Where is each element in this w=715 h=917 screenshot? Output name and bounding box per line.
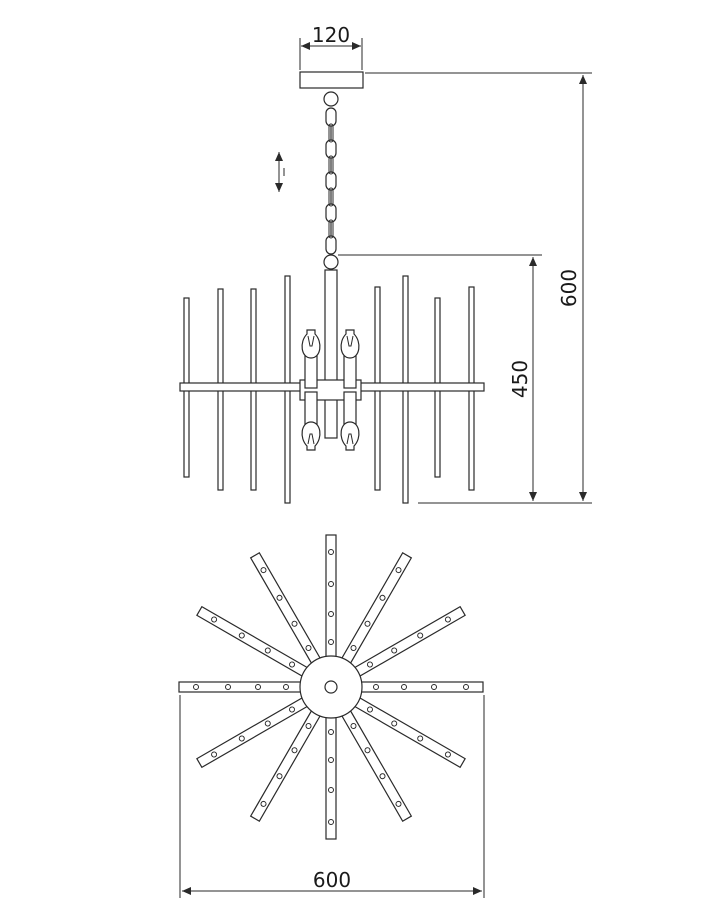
spoke-hole [328,757,334,763]
spoke-hole [391,647,398,654]
spoke-hole [379,773,386,780]
spoke-hole [328,611,334,617]
chain-link [325,171,337,191]
diameter-label: 600 [313,868,351,892]
spoke-hole [260,567,267,574]
spoke-hole [373,684,379,690]
spoke-hole [444,751,451,758]
body-height-label: 450 [508,360,532,398]
spoke-hole [417,632,424,639]
bulbs [301,329,360,451]
spoke-rod [358,681,484,693]
spoke-bar [325,714,337,840]
chain [325,107,337,255]
spokes [178,534,484,840]
spoke-hole [350,645,357,652]
spoke-hole [211,751,218,758]
spoke-hole [289,661,296,668]
spoke-hole [401,684,407,690]
spoke-hole [264,647,271,654]
spoke-bar [325,534,337,660]
spoke-hole [417,735,424,742]
spoke-hole [350,722,357,729]
bulb-glass [340,329,360,359]
bulb-glass [301,421,321,451]
chain-link [325,203,337,223]
adjustable-arrow [275,152,285,192]
spoke-hole [328,639,334,645]
bulb-filament [346,335,354,347]
spoke-hole [328,549,334,555]
spoke-hole [305,645,312,652]
spoke-hole [260,800,267,807]
bulb-filament [307,335,315,347]
total-height-label: 600 [557,269,581,307]
bulb-filament [346,433,354,445]
spoke-hole [328,729,334,735]
spoke-hole [238,632,245,639]
spoke-hole [463,684,469,690]
chain-link [328,155,334,175]
central-stem-lower [324,397,338,439]
spoke-hole [276,773,283,780]
spoke-hole [444,616,451,623]
dimension-lines: 120 600 450 600 [179,23,592,898]
spoke-rod [249,707,323,822]
spoke-hole [264,720,271,727]
spoke-bar [178,681,304,693]
spoke-hole [395,800,402,807]
spoke-hole [193,684,199,690]
spoke-hole [289,706,296,713]
hub-center [324,680,338,694]
spoke-hole [238,735,245,742]
chain-link [325,107,337,127]
chain-link [328,219,334,239]
ceiling-canopy [299,71,364,89]
canopy-width-label: 120 [312,23,350,47]
spoke-hole [283,684,289,690]
spoke-hole [291,747,298,754]
spoke-hole [305,722,312,729]
spoke-hole [395,567,402,574]
spoke-hole [364,747,371,754]
spoke-hole [364,620,371,627]
spoke-hole [379,594,386,601]
chain-link [328,123,334,143]
chain-link [325,139,337,159]
body-ring [323,254,339,270]
side-view [179,71,485,504]
spoke-hole [225,684,231,690]
bulb-glass [340,421,360,451]
spoke-rod [178,681,304,693]
spoke-rod [325,534,337,660]
top-view [178,534,484,840]
spoke-bar [358,681,484,693]
spoke-hole [291,620,298,627]
chain-link [325,235,337,255]
hub-disc [299,655,363,719]
spoke-hole [431,684,437,690]
spoke-hole [255,684,261,690]
bulb-filament [307,433,315,445]
spoke-hole [328,819,334,825]
spoke-hole [366,661,373,668]
spoke-rod [325,714,337,840]
chain-link [328,187,334,207]
chain-ring-top [323,91,339,107]
spoke-hole [391,720,398,727]
spoke-hole [328,787,334,793]
spoke-hole [211,616,218,623]
central-stem [324,269,338,383]
spoke-hole [366,706,373,713]
bulb-glass [301,329,321,359]
spoke-hole [276,594,283,601]
spoke-hole [328,581,334,587]
